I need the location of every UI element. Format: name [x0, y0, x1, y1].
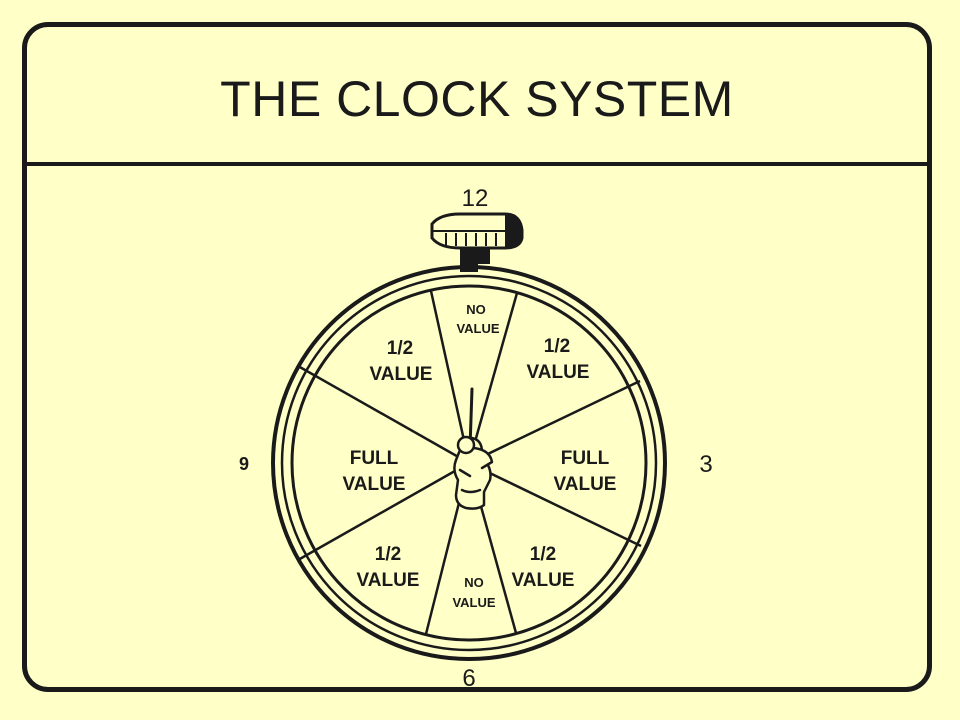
divider-line	[429, 290, 471, 464]
sector-label-line2: VALUE	[343, 474, 406, 495]
sector-bottom: NO VALUE	[452, 575, 495, 610]
title-bar: THE CLOCK SYSTEM	[27, 27, 927, 166]
divider-line	[297, 461, 470, 562]
stopwatch-middle-rim	[280, 274, 658, 652]
clock-numeral-6: 6	[462, 665, 475, 692]
clock-numeral-9: 9	[239, 454, 249, 474]
sector-label-line1: FULL	[561, 448, 610, 469]
sector-label-line1: 1/2	[375, 544, 401, 565]
sector-lower-right: 1/2 VALUE	[512, 544, 575, 591]
clock-numeral-3: 3	[699, 451, 712, 478]
page-title: THE CLOCK SYSTEM	[220, 70, 734, 127]
sector-label-line2: VALUE	[456, 321, 499, 336]
divider-line	[467, 292, 519, 464]
sector-dividers	[297, 290, 642, 635]
sector-upper-right: 1/2 VALUE	[527, 336, 590, 383]
sector-upper-left: 1/2 VALUE	[370, 338, 433, 385]
sector-label-line2: VALUE	[554, 474, 617, 495]
sector-left: FULL VALUE	[343, 448, 406, 495]
clock-numeral-12: 12	[462, 185, 489, 212]
stopwatch-outer-rim	[271, 265, 667, 661]
stopwatch-crown	[430, 212, 524, 250]
divider-line	[297, 364, 470, 465]
slide-frame: THE CLOCK SYSTEM	[22, 22, 932, 692]
rifleman-figure-icon	[453, 387, 494, 510]
sector-lower-left: 1/2 VALUE	[357, 544, 420, 591]
sector-label-line2: VALUE	[357, 570, 420, 591]
sector-label-line1: 1/2	[544, 336, 570, 357]
sector-top: NO VALUE	[456, 302, 499, 336]
sector-label-line2: VALUE	[370, 364, 433, 385]
sector-right: FULL VALUE	[554, 448, 617, 495]
sector-label-line1: NO	[466, 302, 486, 317]
divider-line	[468, 379, 641, 465]
sector-label-line1: 1/2	[530, 544, 556, 565]
sector-label-line2: VALUE	[452, 595, 495, 610]
sector-label-line2: VALUE	[512, 570, 575, 591]
sector-label-line1: NO	[464, 575, 484, 590]
divider-line	[468, 461, 642, 548]
sector-label-line1: 1/2	[387, 338, 413, 359]
sector-label-line2: VALUE	[527, 362, 590, 383]
sector-label-line1: FULL	[350, 448, 399, 469]
